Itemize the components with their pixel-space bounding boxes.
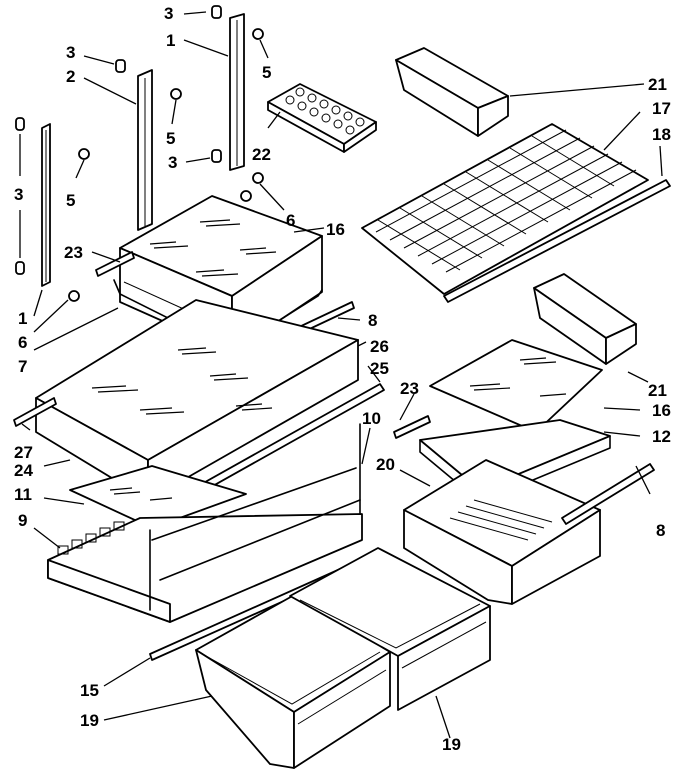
callout-16-upper: 16 xyxy=(326,220,345,239)
callout-5-top: 5 xyxy=(262,63,271,82)
right-pan-drawer xyxy=(403,459,601,605)
large-glass-shelf xyxy=(35,299,359,501)
callout-20: 20 xyxy=(376,455,395,474)
callout-5-upper: 5 xyxy=(166,129,175,148)
rail-clip-left-bottom xyxy=(15,261,25,275)
callout-18: 18 xyxy=(652,125,671,144)
callout-1-top: 1 xyxy=(166,31,175,50)
callout-3-left: 3 xyxy=(14,185,23,204)
callout-2: 2 xyxy=(66,67,75,86)
shelf-trim-8-right xyxy=(561,463,655,525)
callout-21-upper: 21 xyxy=(648,75,667,94)
callout-23-right: 23 xyxy=(400,379,419,398)
callout-11: 11 xyxy=(14,485,32,504)
door-bin-lower xyxy=(533,273,637,365)
screw-middle-a xyxy=(252,172,264,184)
callout-3-middle: 3 xyxy=(168,153,177,172)
crisper-frame xyxy=(47,423,363,623)
callout-1-left: 1 xyxy=(18,309,27,328)
leader-lines xyxy=(19,11,663,739)
callout-23-upper: 23 xyxy=(64,243,83,262)
callout-19-left: 19 xyxy=(80,711,99,730)
screw-middle-b xyxy=(240,190,252,202)
shelf-rail-left xyxy=(41,123,51,287)
crisper-pan-right xyxy=(289,547,491,711)
callout-3-upper: 3 xyxy=(66,43,75,62)
callout-12: 12 xyxy=(652,427,671,446)
right-glass-shelf xyxy=(429,339,603,433)
callout-7: 7 xyxy=(18,357,27,376)
shelf-trim-23-upper xyxy=(95,251,135,277)
rail-clip-upper xyxy=(115,59,126,73)
rail-clip-middle xyxy=(211,149,222,163)
callout-26: 26 xyxy=(370,337,389,356)
callout-17: 17 xyxy=(652,99,671,118)
callout-10: 10 xyxy=(362,409,381,428)
shelf-rail-center xyxy=(137,69,153,231)
callout-19-right: 19 xyxy=(442,735,461,754)
callout-24: 24 xyxy=(14,461,33,480)
screw-upper xyxy=(170,88,182,100)
wire-shelf xyxy=(361,123,649,295)
callout-9: 9 xyxy=(18,511,27,530)
callout-3-top: 3 xyxy=(164,4,173,23)
callout-15: 15 xyxy=(80,681,99,700)
callout-6-right: 6 xyxy=(286,211,295,230)
shelf-trim-27 xyxy=(13,397,57,427)
callout-16-right: 16 xyxy=(652,401,671,420)
rail-clip-left-top xyxy=(15,117,25,131)
wire-shelf-trim-18 xyxy=(443,179,671,303)
callout-8-right: 8 xyxy=(656,521,665,540)
callout-6-left: 6 xyxy=(18,333,27,352)
shelf-trim-23-right xyxy=(393,415,431,439)
callout-5-left: 5 xyxy=(66,191,75,210)
callout-27: 27 xyxy=(14,443,33,462)
screw-left-bottom xyxy=(68,290,80,302)
callout-8-upper: 8 xyxy=(368,311,377,330)
rail-clip-top xyxy=(211,5,222,19)
screw-left xyxy=(78,148,90,160)
door-bin-upper xyxy=(395,47,509,137)
callout-labels: 3 1 3 2 5 5 22 3 3 5 6 16 23 1 8 6 26 7 … xyxy=(14,4,671,754)
callout-22: 22 xyxy=(252,145,271,164)
shelf-rail-right xyxy=(229,13,245,171)
crisper-cover-glass xyxy=(69,465,247,529)
screw-top xyxy=(252,28,264,40)
ice-tray xyxy=(267,83,377,153)
callout-21-lower: 21 xyxy=(648,381,667,400)
callout-25: 25 xyxy=(370,359,389,378)
